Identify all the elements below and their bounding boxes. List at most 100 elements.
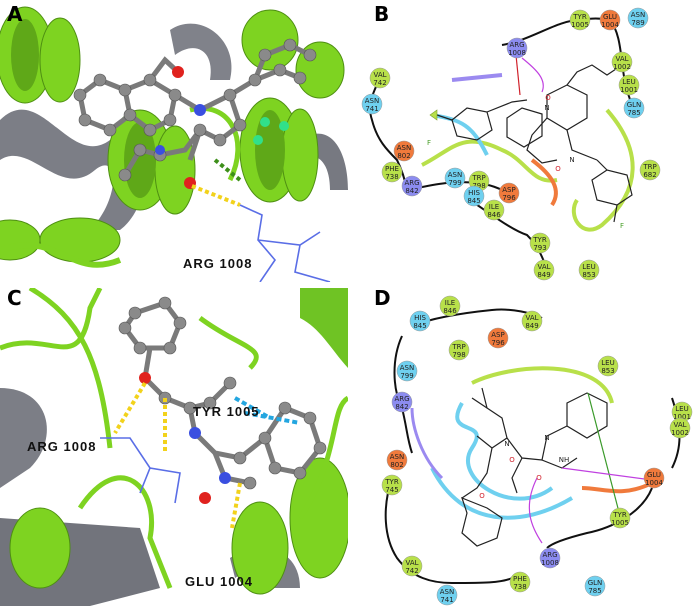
- residue-number: 741: [365, 105, 378, 113]
- arg-side-chain: [239, 204, 331, 282]
- residue-number: 849: [537, 271, 550, 279]
- residue-name: TRP: [642, 163, 656, 171]
- fluorine-label: F: [620, 222, 624, 230]
- pi-stacking-dashes: [234, 396, 301, 425]
- residue-name: ASP: [491, 331, 504, 339]
- residue-circle: [401, 175, 423, 197]
- residue-number: 802: [397, 152, 410, 160]
- residue-circle: [597, 355, 619, 377]
- oxygen-atom: [139, 372, 151, 384]
- residue-name: VAL: [405, 559, 418, 567]
- fluorine-atoms: [253, 117, 289, 145]
- oxygen-label: O: [509, 456, 515, 464]
- residue-circle: [436, 584, 458, 606]
- pi-stacking-line: [587, 392, 621, 517]
- residue-number: 741: [440, 596, 453, 604]
- pocket-contour: [455, 402, 554, 501]
- grey-ribbon: [0, 109, 146, 230]
- panel-c-structure-view: TYR 1005 ARG 1008 GLU 1004: [0, 288, 348, 606]
- residue-number: 799: [448, 179, 461, 187]
- panel-c: TYR 1005 ARG 1008 GLU 1004 C: [0, 288, 348, 606]
- residue-name: GLN: [627, 101, 642, 109]
- residue-name: LEU: [622, 78, 635, 86]
- residue-circle: [409, 310, 431, 332]
- grey-ribbon: [170, 23, 232, 81]
- tyr1005-tag: TYR 1005: [193, 404, 260, 419]
- nitrogen-atom: [189, 427, 201, 439]
- pocket-contour: [530, 158, 558, 207]
- residue-circle: [439, 295, 461, 317]
- nitrogen-atom: [155, 145, 165, 155]
- residue-number: 742: [373, 79, 386, 87]
- residue-circle: [463, 185, 485, 207]
- green-helix: [300, 288, 348, 368]
- residue-name: ARG: [404, 179, 419, 187]
- panel-a-structure-view: ARG 1008: [0, 0, 348, 282]
- residue-number: 849: [525, 322, 538, 330]
- residue-name: ASN: [397, 144, 411, 152]
- residue-name: LEU: [582, 263, 595, 271]
- residue-circle: [569, 9, 591, 31]
- residue-number: 1005: [611, 519, 629, 527]
- green-helix-inner: [11, 19, 285, 198]
- residue-name: VAL: [615, 55, 628, 63]
- ligand-atoms: [73, 38, 317, 182]
- nitrogen-label: N: [544, 104, 549, 112]
- residue-number: 745: [385, 486, 398, 494]
- pi-cation-dashes: [213, 158, 242, 182]
- pocket-contour: [471, 366, 614, 404]
- residue-circle: [448, 339, 470, 361]
- residue-number: 853: [582, 271, 595, 279]
- residue-number: 738: [385, 173, 398, 181]
- residue-number: 1005: [571, 21, 589, 29]
- oxygen-label: O: [555, 165, 561, 173]
- grey-ribbon: [0, 388, 47, 488]
- residue-circle: [521, 310, 543, 332]
- residue-name: ASP: [502, 186, 515, 194]
- oxygen-label: O: [545, 94, 551, 102]
- panel-b-2d-interaction-diagram: F F N N O O TYR1005GLU1004ASN789ARG1008V…: [352, 0, 700, 282]
- residue-number: 798: [472, 182, 485, 190]
- residue-number: 1001: [673, 413, 691, 421]
- green-coil: [0, 242, 122, 268]
- residue-number: 842: [405, 187, 418, 195]
- residue-circle: [623, 97, 645, 119]
- residue-number: 799: [400, 372, 413, 380]
- residue-number: 742: [405, 567, 418, 575]
- residue-number: 785: [627, 109, 640, 117]
- ligand-skeleton: [461, 387, 608, 547]
- nitrogen-label: N: [544, 434, 549, 442]
- residue-name: ARG: [509, 41, 524, 49]
- residue-name: VAL: [373, 71, 386, 79]
- residue-name: TYR: [532, 236, 547, 244]
- residue-circle: [643, 467, 665, 489]
- residue-circle: [539, 547, 561, 569]
- residue-number: 845: [413, 322, 426, 330]
- arg-side-chain: [100, 437, 181, 504]
- residue-name: ASN: [400, 364, 414, 372]
- arg1008-tag: ARG 1008: [27, 439, 96, 454]
- glu1004-tag: GLU 1004: [185, 574, 253, 589]
- residue-group: TYR1005GLU1004ASN789ARG1008VAL1002LEU100…: [361, 7, 661, 281]
- residue-name: HIS: [414, 314, 426, 322]
- residue-number: 853: [601, 367, 614, 375]
- residue-circle: [381, 161, 403, 183]
- hbond-dashes: [113, 381, 242, 529]
